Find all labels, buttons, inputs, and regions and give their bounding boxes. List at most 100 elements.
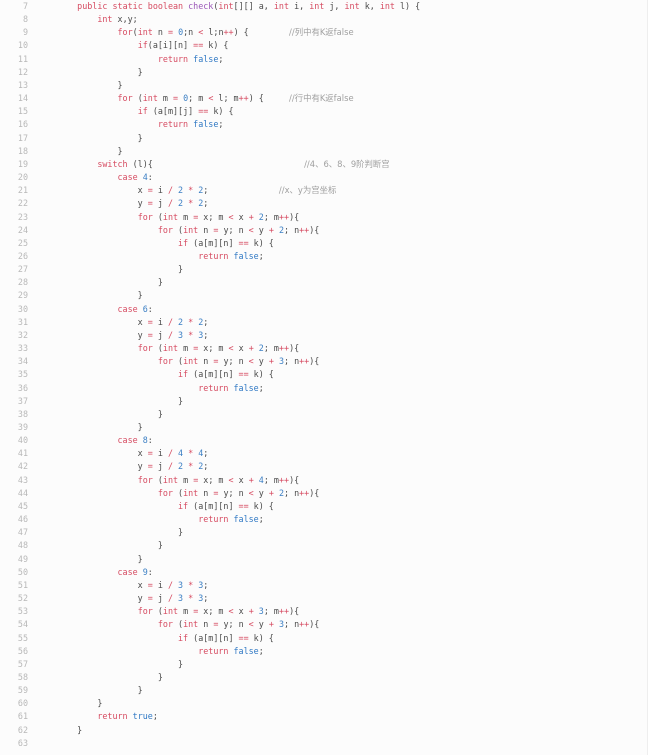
line-number: 39 [17,422,28,432]
code-line: 46 return false; [0,513,647,526]
code-token: : [147,303,153,314]
code-token: ; m [263,343,279,354]
code-token [57,93,118,103]
code-token: 8 [142,435,148,446]
line-number: 30 [17,303,28,314]
line-code: for(int n = 0;n < l;n++) { //列中有K返false [28,26,354,39]
code-line: 9 for(int n = 0;n < l;n++) { //列中有K返fals… [0,26,647,39]
code-token: ; [218,119,224,130]
line-number: 20 [17,172,28,183]
line-number: 26 [17,250,28,261]
code-token: / [167,316,173,327]
line-number: 32 [17,329,28,340]
code-token: } [57,264,184,275]
code-token: + [248,606,254,617]
code-token: int [183,356,199,367]
code-token: / [167,461,173,472]
code-token: ( [172,487,184,498]
line-number: 50 [17,566,28,577]
code-token: (a[m][n] [188,369,239,380]
code-token: ; [203,593,209,604]
code-token: n [198,356,214,367]
code-token: 4 [198,448,204,459]
code-token: return [198,645,229,656]
line-code: if (a[m][j] == k) { [28,105,234,118]
code-token: j [152,329,168,340]
code-line: 45 if (a[m][n] == k) { [0,500,647,513]
code-comment: //列中有K返false [289,27,354,38]
code-token: n [198,487,214,498]
code-token: 2 [178,461,184,472]
code-token: = [147,579,153,590]
line-code: if (a[m][n] == k) { [28,368,274,381]
line-number: 57 [17,658,28,669]
code-token: = [147,329,153,340]
code-token: 2 [258,343,264,354]
code-token: y [57,461,148,472]
code-token: < [228,211,234,222]
code-token: case [117,172,138,183]
code-token: ; m [263,606,279,617]
code-token: 0 [178,27,184,38]
code-token: ( [132,93,143,104]
code-token: ; [258,382,264,393]
code-token: * [188,185,194,196]
code-token: int [142,93,158,104]
code-token: j [152,593,168,604]
code-line: 24 for (int n = y; n < y + 2; n++){ [0,224,647,237]
line-code: y = j / 2 * 2; [28,460,209,473]
code-token: 2 [178,316,184,327]
code-token: ++ [278,343,290,354]
code-token: (a[m][n] [188,632,239,643]
code-token: k) { [248,237,274,248]
code-line: 15 if (a[m][j] == k) { [0,105,647,118]
code-token: y; n [218,619,249,630]
code-token: x; m [198,474,229,485]
code-token: ++ [278,474,290,485]
code-token: ; [203,461,209,472]
code-token: (a[m][j] [147,106,199,117]
code-line: 38 } [0,408,647,421]
line-number: 36 [17,382,28,393]
code-token: ( [152,343,163,354]
code-token: i [152,579,168,590]
code-token: == [238,237,249,248]
code-comment: //行中有K返false [289,93,354,104]
code-token: y; n [218,356,249,367]
code-token [57,54,158,64]
line-code: } [28,132,143,145]
code-token: = [173,93,179,104]
code-token: 0 [183,93,189,104]
code-line: 37 } [0,395,647,408]
code-token [57,119,158,129]
code-line: 27 } [0,263,647,276]
code-token: return [198,382,229,393]
line-number: 28 [17,277,28,288]
code-line: 22 y = j / 2 * 2; [0,197,647,210]
code-token: = [147,593,153,604]
code-token: k) { [248,500,274,511]
code-token: ++ [299,224,310,235]
line-code: x = i / 4 * 4; [28,447,209,460]
line-number: 33 [17,343,28,354]
code-token: ){ [309,487,320,498]
code-line: 62 } [0,724,647,737]
code-token: public [77,1,108,11]
code-token: x [57,579,148,590]
code-token: = [193,474,199,485]
code-token: 2 [178,198,184,209]
code-token: if [137,106,148,117]
code-token [57,238,178,248]
code-token: int [344,1,360,11]
line-code: case 6: [28,303,153,316]
line-number: 51 [17,579,28,590]
line-number: 45 [17,500,28,511]
code-line: 56 return false; [0,645,647,658]
code-token [57,711,97,721]
code-token: ++ [278,211,290,222]
line-code: return false; [28,645,264,658]
code-token: < [248,356,254,367]
code-token: m [178,606,194,617]
code-token: ( [152,606,163,617]
code-token: } [57,685,143,696]
